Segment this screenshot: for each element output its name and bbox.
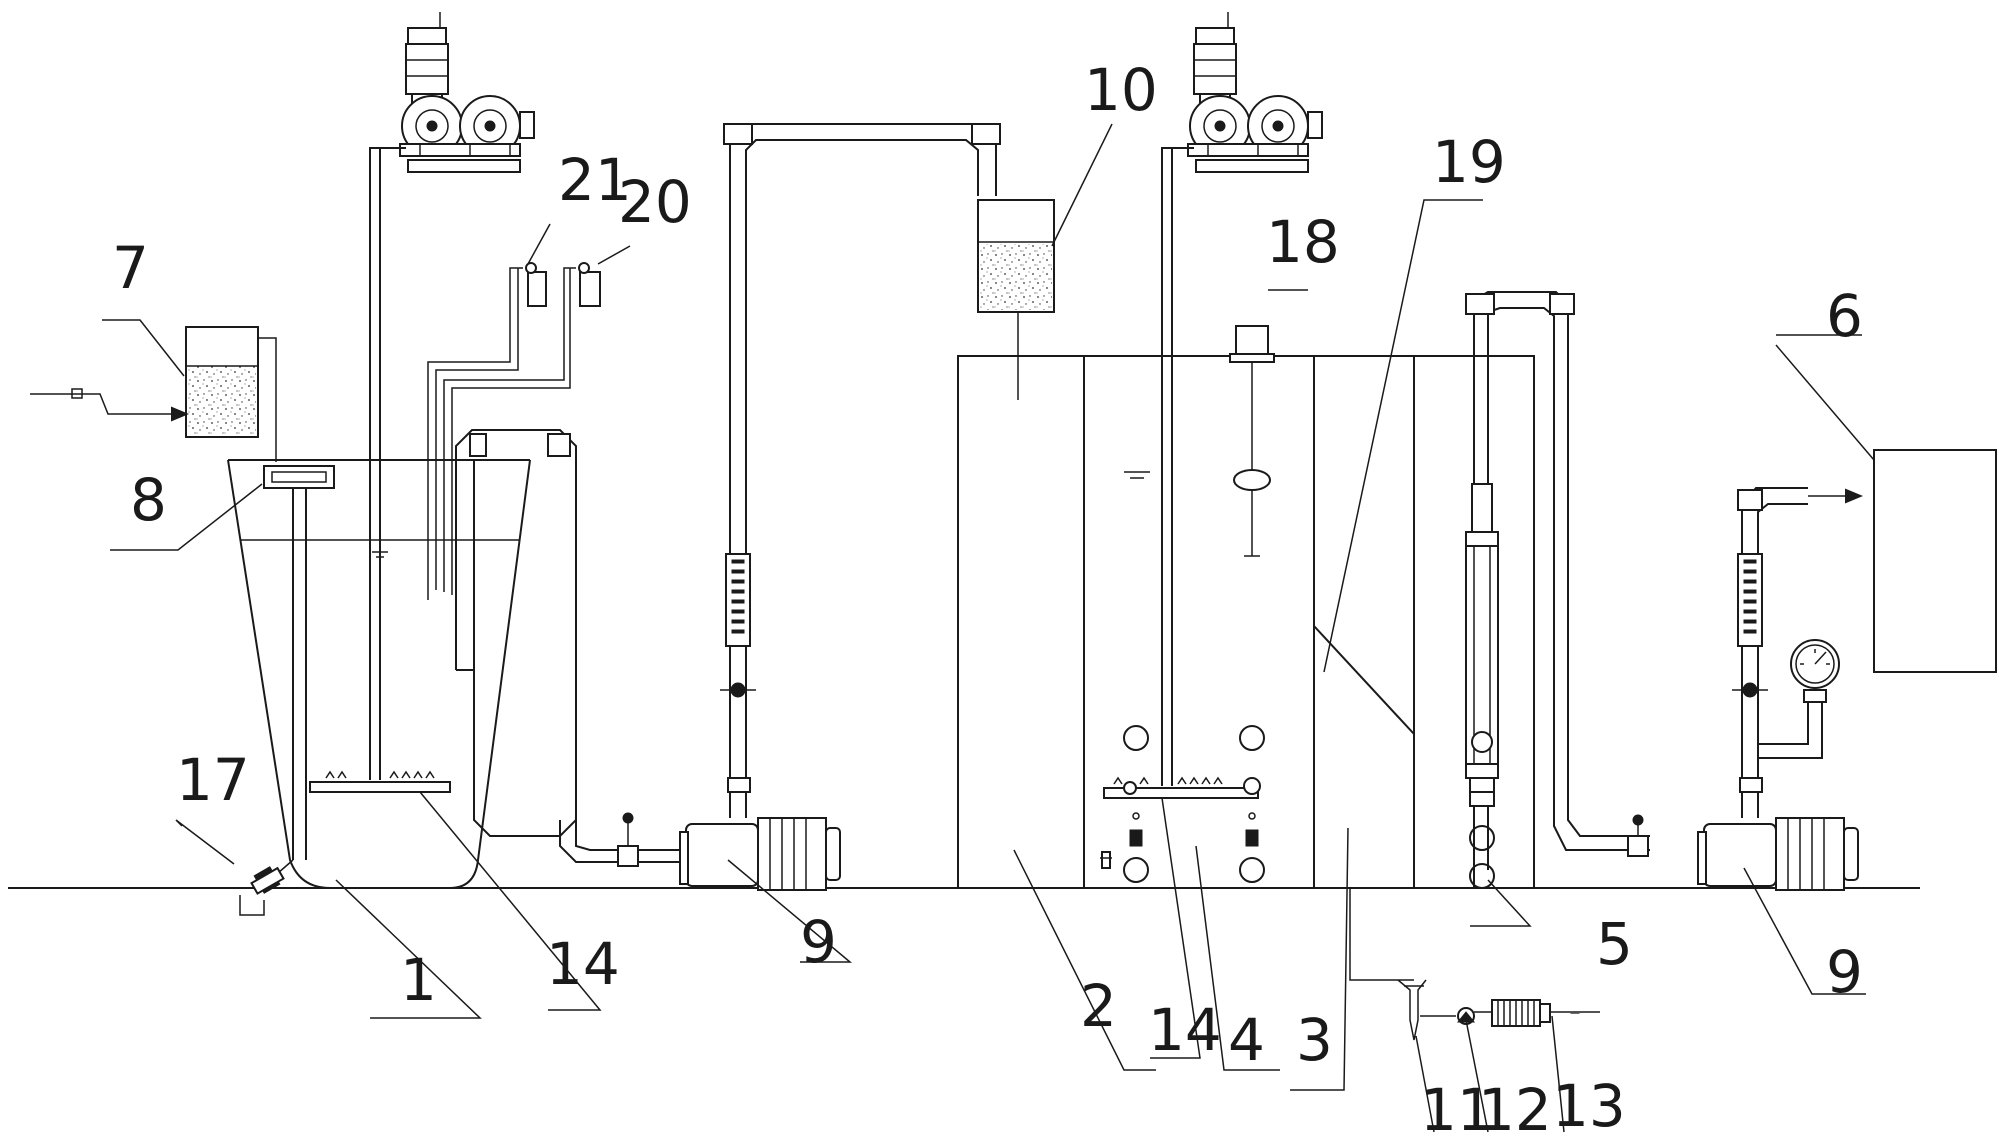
label-3: 3 <box>1296 1006 1333 1074</box>
label-9-left: 9 <box>800 908 837 976</box>
dosing-cup-21 <box>427 262 547 600</box>
probe-18 <box>1229 325 1275 557</box>
air-pipe-left <box>369 147 406 780</box>
svg-text:—: — <box>1570 1008 1580 1019</box>
leader-lines <box>102 123 1875 1133</box>
label-19: 19 <box>1432 128 1506 196</box>
label-21: 21 <box>558 146 632 214</box>
pump-9-right <box>1697 817 1859 891</box>
box-6 <box>1873 449 1997 673</box>
diffuser-14-left <box>309 770 451 793</box>
label-1: 1 <box>400 946 437 1014</box>
label-18: 18 <box>1266 208 1340 276</box>
distributor-8 <box>263 465 335 881</box>
tank-complex <box>957 355 1535 889</box>
label-9-right: 9 <box>1826 938 1863 1006</box>
valve-17 <box>239 866 285 916</box>
label-5: 5 <box>1596 910 1633 978</box>
label-20: 20 <box>618 168 692 236</box>
pump-9-left <box>679 817 841 891</box>
label-7: 7 <box>112 234 149 302</box>
label-4: 4 <box>1228 1006 1265 1074</box>
label-10: 10 <box>1084 56 1158 124</box>
transfer-pipe-1 <box>455 429 680 867</box>
label-17: 17 <box>176 746 250 814</box>
label-13: 13 <box>1552 1072 1626 1140</box>
label-14-left: 14 <box>546 930 620 998</box>
label-12: 12 <box>1478 1076 1552 1144</box>
number-labels: 1 2 3 4 5 6 7 8 9 9 10 11 12 13 14 14 17… <box>112 56 1863 1144</box>
label-6: 6 <box>1826 282 1863 350</box>
label-11: 11 <box>1420 1076 1494 1144</box>
riser-pipe-1 <box>720 123 1001 818</box>
blower-right <box>1187 12 1323 173</box>
label-2: 2 <box>1080 972 1117 1040</box>
label-14-right: 14 <box>1148 996 1222 1064</box>
label-8: 8 <box>130 466 167 534</box>
riser-pipe-2 <box>1732 487 1863 818</box>
tank-5-column <box>1465 291 1650 889</box>
diffuser-14-right <box>1103 776 1261 799</box>
blower-left <box>399 12 535 173</box>
dosing-cup-20 <box>443 262 601 595</box>
sludge-ports <box>1100 725 1265 883</box>
sludge-line: — <box>1349 888 1600 1041</box>
dosing-tank-7 <box>30 326 277 462</box>
hopper-10 <box>977 199 1055 400</box>
air-pipe-right <box>1161 147 1194 786</box>
